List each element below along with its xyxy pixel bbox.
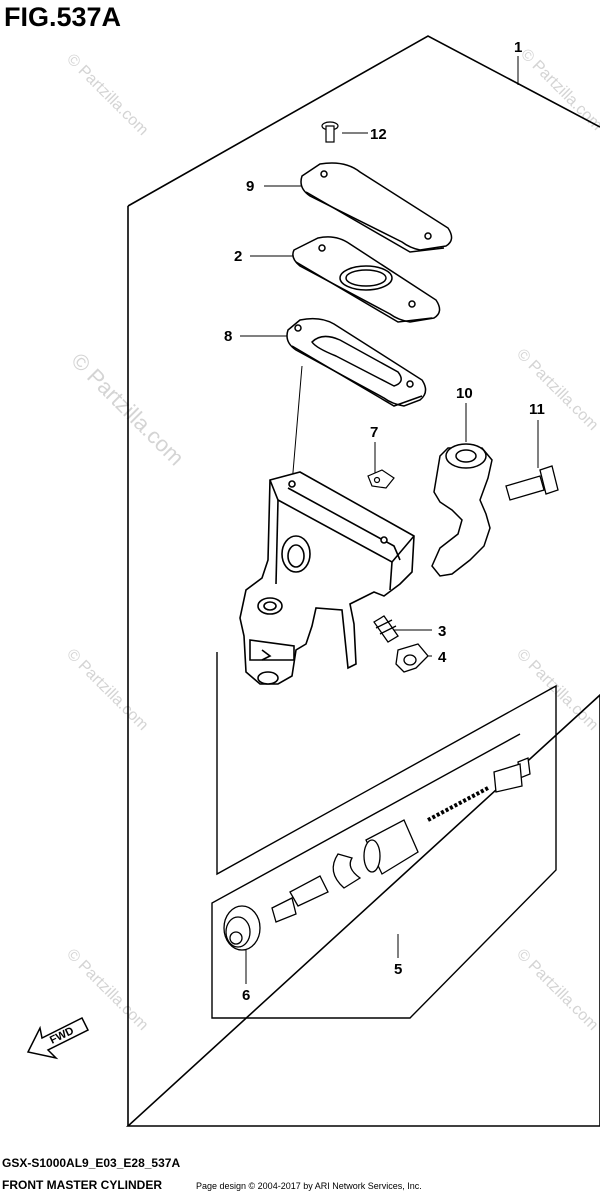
watermark: © Partzilla.com (63, 646, 151, 734)
callout-numbers: 1 12 9 2 8 10 11 7 3 4 5 6 (224, 39, 545, 1004)
screw-part-12 (321, 121, 339, 143)
section-name: FRONT MASTER CYLINDER (2, 1178, 162, 1192)
diaphragm-plate-part-2 (292, 236, 441, 323)
callout-5: 5 (394, 961, 402, 978)
callout-10: 10 (456, 385, 473, 402)
fwd-arrow-icon: FWD (26, 1016, 90, 1060)
watermark: © Partzilla.com (63, 51, 151, 139)
reservoir-cap-part-9 (300, 162, 453, 253)
callout-7: 7 (370, 424, 378, 441)
leader-lines (240, 56, 539, 984)
callout-4: 4 (438, 649, 447, 666)
callout-12: 12 (370, 126, 387, 143)
copyright-notice: Page design © 2004-2017 by ARI Network S… (196, 1181, 422, 1191)
bleeder-parts-3-4 (373, 615, 429, 673)
callout-11: 11 (529, 401, 545, 418)
watermark: © Partzilla.com (513, 946, 600, 1034)
callout-9: 9 (246, 178, 254, 195)
reservoir-joint-part-10 (431, 443, 493, 577)
callout-2: 2 (234, 248, 242, 265)
callout-6: 6 (242, 987, 250, 1004)
master-cylinder-body (239, 471, 415, 685)
kit-outline (211, 652, 557, 1019)
bolt-part-11 (505, 465, 559, 501)
assembly-outline (125, 35, 600, 1127)
callout-3: 3 (438, 623, 446, 640)
model-code: GSX-S1000AL9_E03_E28_537A (2, 1156, 181, 1170)
diaphragm-part-8 (286, 317, 427, 407)
clip-part-7 (367, 469, 395, 489)
watermark: © Partzilla.com (513, 346, 600, 434)
piston-kit-part-5 (223, 757, 531, 951)
callout-1: 1 (514, 39, 522, 56)
figure-title: FIG.537A (4, 2, 122, 32)
callout-8: 8 (224, 328, 232, 345)
